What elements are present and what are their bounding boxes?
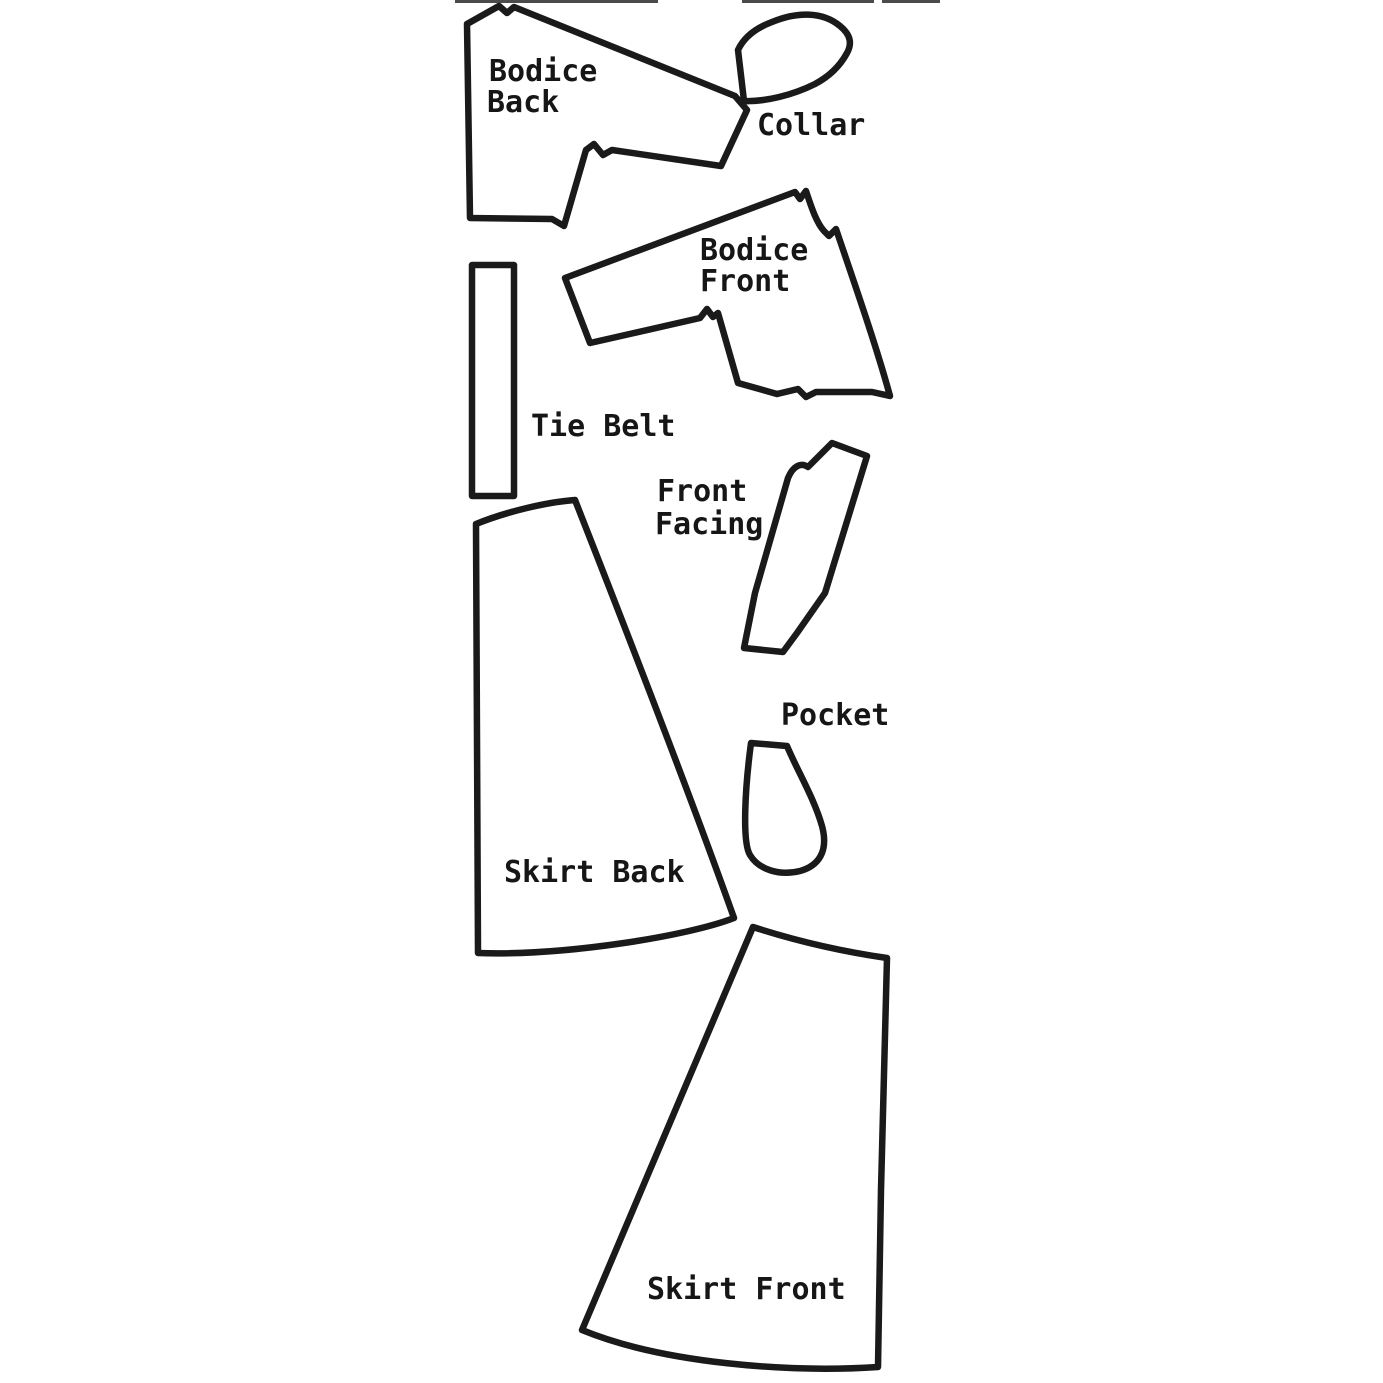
front-facing-label-line-1: Front [657,474,747,509]
tie-belt-label: Tie Belt [531,409,676,444]
collar-label: Collar [757,108,865,143]
front-facing-piece [740,439,871,656]
scan-artifact-top-left [455,0,658,3]
scan-artifact-top-right [882,0,940,3]
collar-piece [734,11,854,105]
bodice-front-label-line-1: Bodice [700,233,808,268]
bodice-front-label-line-2: Front [700,264,790,299]
skirt-back-label: Skirt Back [504,855,685,890]
bodice-back-piece [463,2,751,230]
pocket-label: Pocket [781,698,889,733]
skirt-front-label: Skirt Front [647,1272,846,1307]
bodice-front-piece [561,187,894,401]
pocket-piece [741,739,828,876]
bodice-back-label-line-2: Back [487,85,559,120]
tie-belt-piece [468,261,518,500]
skirt-back-piece [472,496,738,957]
skirt-front-piece [578,923,891,1372]
bodice-back-label-line-1: Bodice [489,54,597,89]
scan-artifact-top-mid [742,0,874,3]
front-facing-label-line-2: Facing [655,507,763,542]
